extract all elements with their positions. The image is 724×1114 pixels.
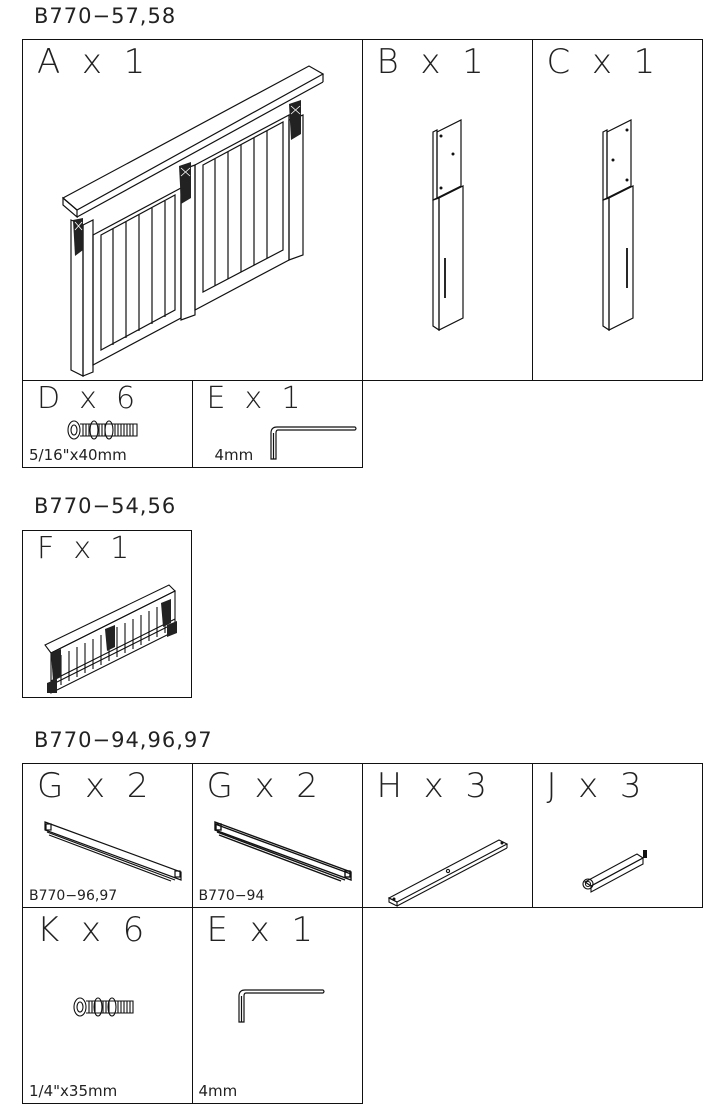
part-spec-e2: 4mm: [198, 1081, 238, 1100]
rail-g-icon: [213, 820, 353, 882]
part-cell-e2: E x 1 4mm: [191, 906, 363, 1104]
group-title-b770-94-96-97: B770−94,96,97: [34, 728, 213, 752]
part-spec-g1: B770−96,97: [29, 888, 118, 904]
part-label-d: D x 6: [37, 380, 136, 416]
side-rail-bracket-c-icon: [601, 118, 641, 343]
part-label-k: K x 6: [37, 909, 145, 950]
allen-key-icon: [269, 425, 359, 461]
part-cell-h: H x 3: [361, 763, 533, 908]
part-cell-g-96-97: G x 2 B770−96,97: [22, 763, 193, 908]
part-spec-g2: B770−94: [198, 888, 265, 904]
part-label-h: H x 3: [376, 766, 488, 806]
part-spec-d: 5/16"x40mm: [29, 445, 127, 464]
part-cell-f: F x 1: [22, 530, 192, 698]
part-label-g1: G x 2: [37, 766, 149, 806]
part-label-f: F x 1: [37, 531, 130, 566]
part-spec-k: 1/4"x35mm: [29, 1081, 118, 1100]
allen-key-icon: [237, 988, 327, 1024]
part-spec-e: 4mm: [214, 445, 254, 464]
side-rail-bracket-b-icon: [431, 118, 471, 343]
footboard-panel-icon: [43, 581, 183, 696]
group-title-b770-54-56: B770−54,56: [34, 494, 177, 518]
part-label-g2: G x 2: [206, 766, 318, 806]
bolt-washer-icon: [67, 419, 139, 441]
center-rail-h-icon: [387, 838, 511, 908]
part-label-e: E x 1: [206, 380, 301, 416]
part-cell-a: A x 1: [22, 39, 363, 381]
part-cell-c: C x 1: [531, 39, 703, 381]
group-title-b770-57-58: B770−57,58: [34, 4, 177, 28]
part-label-e2: E x 1: [206, 909, 313, 950]
part-label-c: C x 1: [546, 42, 656, 82]
support-leg-j-icon: [581, 846, 651, 894]
part-label-j: J x 3: [546, 766, 642, 806]
part-cell-e: E x 1 4mm: [191, 379, 363, 468]
headboard-panel-icon: [53, 60, 343, 380]
part-label-a: A x 1: [37, 42, 146, 82]
part-label-b: B x 1: [376, 42, 484, 82]
part-cell-b: B x 1: [361, 39, 533, 381]
bolt-washer-icon: [73, 996, 135, 1018]
part-cell-d: D x 6 5/16"x40mm: [22, 379, 193, 468]
part-cell-j: J x 3: [531, 763, 703, 908]
rail-g-icon: [43, 820, 183, 882]
part-cell-k: K x 6 1/4"x35mm: [22, 906, 193, 1104]
part-cell-g-94: G x 2 B770−94: [191, 763, 363, 908]
